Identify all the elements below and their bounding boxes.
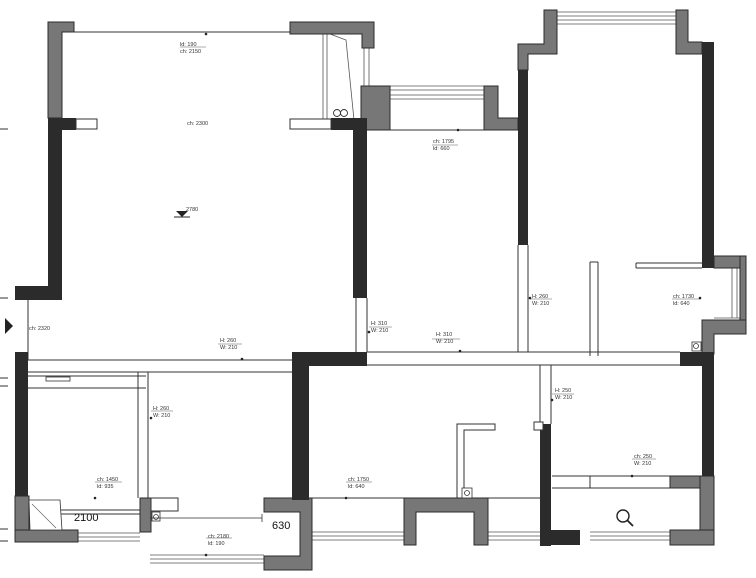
- socket-icon: [151, 109, 702, 522]
- label-level: 2780: [186, 207, 198, 213]
- label-mid-ch: ch: 1795: [433, 139, 454, 145]
- door-stub: [75, 118, 98, 130]
- label-left-room-ch: ch: 1450: [97, 477, 118, 483]
- label-bottom-ch: ch: 2180: [208, 534, 229, 540]
- level-marker-icon: [174, 211, 190, 218]
- label-door-corr-h: H: 310: [436, 332, 452, 338]
- door-stub: [150, 497, 179, 512]
- label-door-mid-h: H: 310: [371, 321, 387, 327]
- label-door-ll-h: H: 260: [153, 406, 169, 412]
- label-center-ch: ch: 1750: [348, 477, 369, 483]
- label-left-edge: ch: 2320: [29, 326, 50, 332]
- label-win-lr-w: W: 210: [634, 461, 651, 467]
- load-bearing-walls: [15, 42, 714, 546]
- dimension-2100: 2100: [74, 512, 98, 524]
- label-door-right-w: W: 210: [532, 301, 549, 307]
- label-living-ld: ld: 190: [180, 42, 197, 48]
- label-center-ld: ld: 640: [348, 484, 365, 490]
- label-door-lr-h: H: 250: [555, 388, 571, 394]
- label-right-ch: ch: 1730: [673, 294, 694, 300]
- partition-walls: [14, 9, 747, 571]
- bathtub: [28, 499, 63, 531]
- edge-ticks: [0, 128, 8, 542]
- label-door-right-h: H: 260: [532, 294, 548, 300]
- label-door-corr-w: W: 210: [436, 339, 453, 345]
- label-living-ch: ch: 2150: [180, 49, 201, 55]
- label-living-ch2: ch: 2300: [187, 121, 208, 127]
- dimension-630: 630: [272, 520, 290, 532]
- label-right-ld: ld: 640: [673, 301, 690, 307]
- windows: [78, 11, 740, 564]
- label-door-living-w: W: 210: [220, 345, 237, 351]
- annotation-labels: ld: 190 ch: 2150 ch: 2300 2780 ch: 1795 …: [29, 32, 702, 557]
- label-mid-ld: ld: 660: [433, 146, 450, 152]
- label-door-mid-w: W: 210: [371, 328, 388, 334]
- label-left-room-ld: ld: 935: [97, 484, 114, 490]
- label-win-lr-ch: ch: 250: [634, 454, 652, 460]
- wall-outlines: [27, 31, 702, 515]
- door-stub: [289, 118, 332, 130]
- label-door-living-h: H: 260: [220, 338, 236, 344]
- direction-arrow-icon: [5, 318, 13, 334]
- wardrobe: [45, 376, 71, 382]
- label-bottom-ld: ld: 190: [208, 541, 225, 547]
- search-icon[interactable]: [616, 509, 634, 527]
- label-door-lr-w: W: 210: [555, 395, 572, 401]
- label-door-ll-w: W: 210: [153, 413, 170, 419]
- door-stub: [533, 421, 544, 431]
